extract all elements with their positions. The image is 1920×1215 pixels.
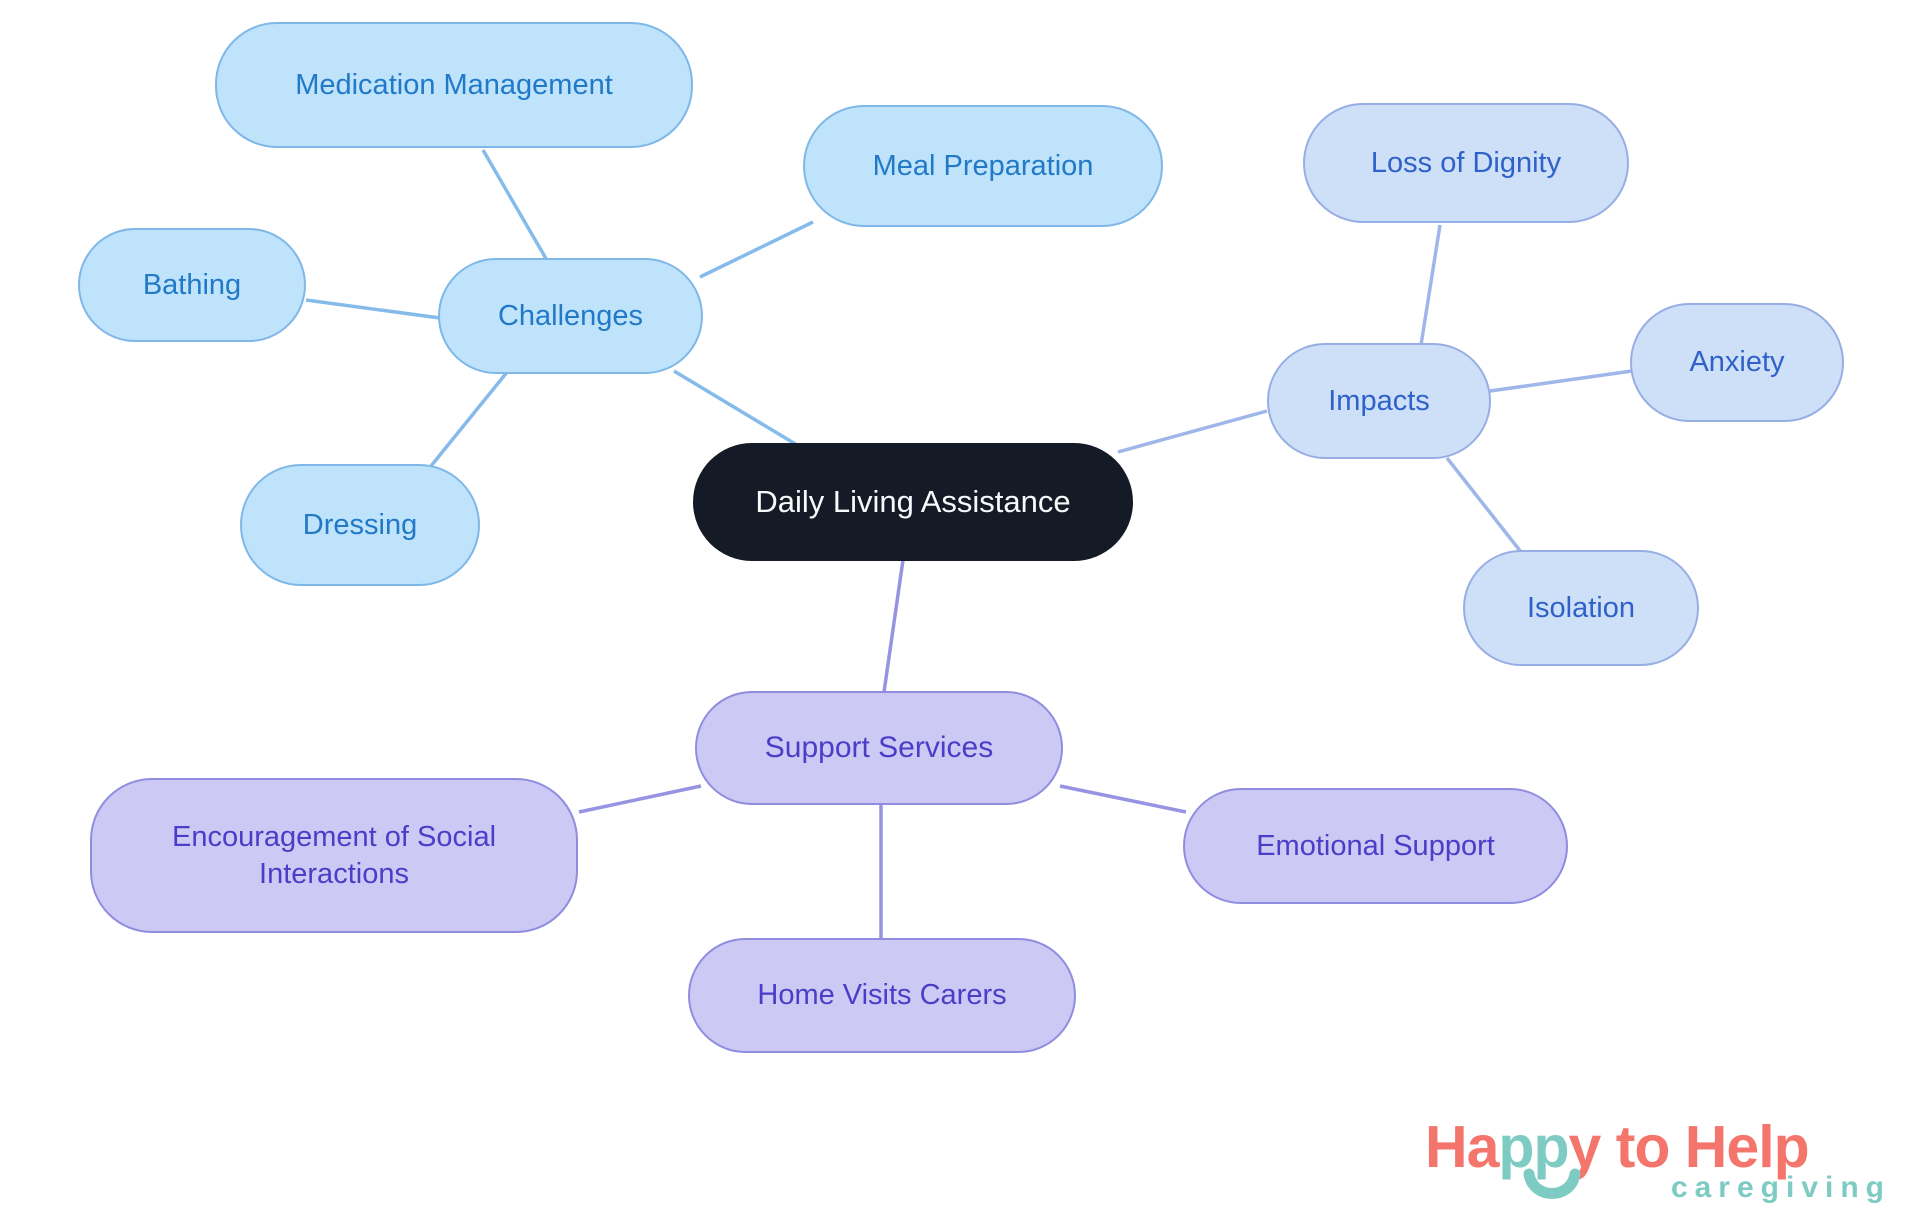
node-loss-of-dignity[interactable]: Loss of Dignity [1303,103,1629,223]
smile-icon [1523,1168,1581,1199]
node-isolation[interactable]: Isolation [1463,550,1699,666]
node-anxiety[interactable]: Anxiety [1630,303,1844,422]
node-encouragement-of-social-interactions[interactable]: Encouragement of Social Interactions [90,778,578,933]
edge-central-impacts [1117,409,1268,454]
node-label: Daily Living Assistance [755,483,1071,519]
node-impacts[interactable]: Impacts [1267,343,1491,459]
logo-title-segment: y to Help [1568,1114,1810,1180]
node-dressing[interactable]: Dressing [240,464,480,586]
node-bathing[interactable]: Bathing [78,228,306,342]
edge-central-support-services [882,559,905,693]
node-label: Home Visits Carers [757,979,1007,1012]
happy-to-help-logo: Happy to Help caregiving [1425,1118,1895,1215]
node-label: Anxiety [1689,346,1785,379]
edge-challenges-meal-preparation [699,220,814,279]
edge-challenges-medication-management [481,149,550,263]
node-home-visits-carers[interactable]: Home Visits Carers [688,938,1076,1053]
logo-title-segment: pp [1498,1114,1569,1180]
node-support-services[interactable]: Support Services [695,691,1063,805]
logo-title: Happy to Help [1425,1118,1895,1177]
node-label: Meal Preparation [872,149,1094,182]
edge-central-challenges [673,369,798,447]
logo-title-segment: Ha [1425,1114,1499,1180]
node-label: Isolation [1526,591,1635,624]
node-label: Encouragement of Social Interactions [171,821,497,890]
node-label: Loss of Dignity [1370,146,1562,179]
edge-impacts-anxiety [1489,369,1633,393]
edge-impacts-isolation [1445,456,1523,554]
node-label: Challenges [497,299,644,332]
node-label: Dressing [302,508,418,541]
edge-support-emotional-support [1059,784,1187,814]
node-label: Support Services [764,731,994,765]
logo-subtitle: caregiving [1670,1171,1891,1204]
node-label: Bathing [142,268,242,301]
node-meal-preparation[interactable]: Meal Preparation [803,105,1163,227]
edge-impacts-loss-of-dignity [1419,224,1442,346]
node-challenges[interactable]: Challenges [438,258,703,374]
node-emotional-support[interactable]: Emotional Support [1183,788,1568,904]
node-label: Emotional Support [1256,829,1495,862]
node-label: Medication Management [295,68,613,101]
node-daily-living-assistance[interactable]: Daily Living Assistance [693,443,1133,561]
node-label: Impacts [1328,384,1430,417]
node-medication-management[interactable]: Medication Management [215,22,693,148]
edge-challenges-dressing [429,369,510,468]
edge-support-encouragement [578,784,702,814]
edge-challenges-bathing [305,298,441,320]
